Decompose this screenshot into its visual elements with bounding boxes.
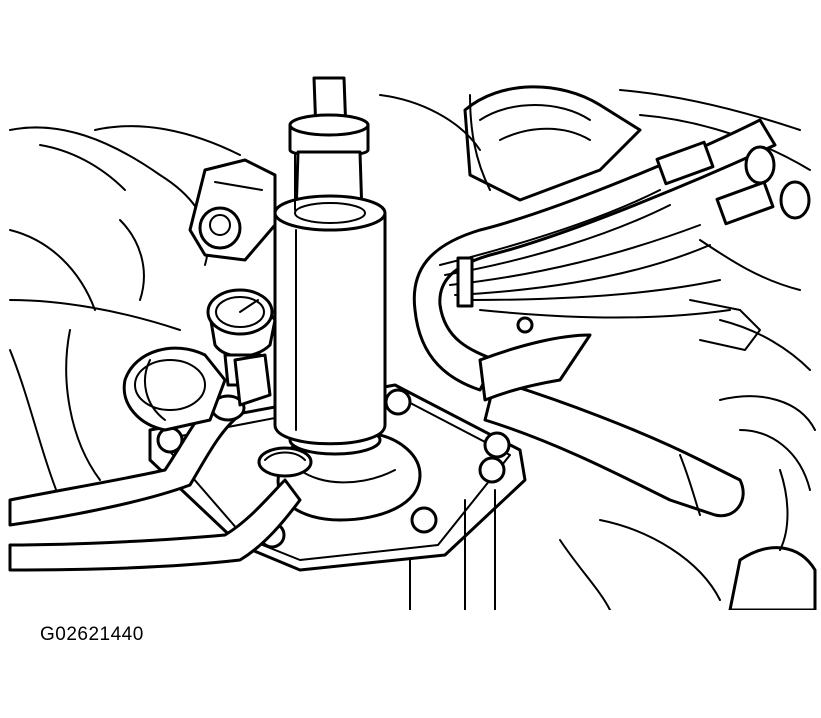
plate-bolt <box>478 456 506 484</box>
hose-fitting <box>655 140 715 186</box>
fuel-hose <box>8 353 313 572</box>
figure-code: G02621440 <box>40 624 144 645</box>
mounting-bracket <box>188 158 277 262</box>
vacuum-tool <box>273 76 387 446</box>
bracket-bolt <box>198 206 242 250</box>
plate-bolt <box>410 506 438 534</box>
rubber-hose <box>478 333 745 518</box>
tool-cylinder <box>273 198 387 446</box>
hose-clamp <box>456 256 474 308</box>
engine-diagram <box>8 76 817 610</box>
engine-body-right <box>379 85 811 371</box>
hose-bundle <box>439 140 811 351</box>
plate-bolt <box>384 388 412 416</box>
hose-fitting <box>715 180 775 226</box>
lower-right-housing <box>559 395 817 610</box>
metal-pipe <box>412 118 777 392</box>
pulley-housing <box>122 346 227 432</box>
plate-bolt <box>483 431 511 459</box>
